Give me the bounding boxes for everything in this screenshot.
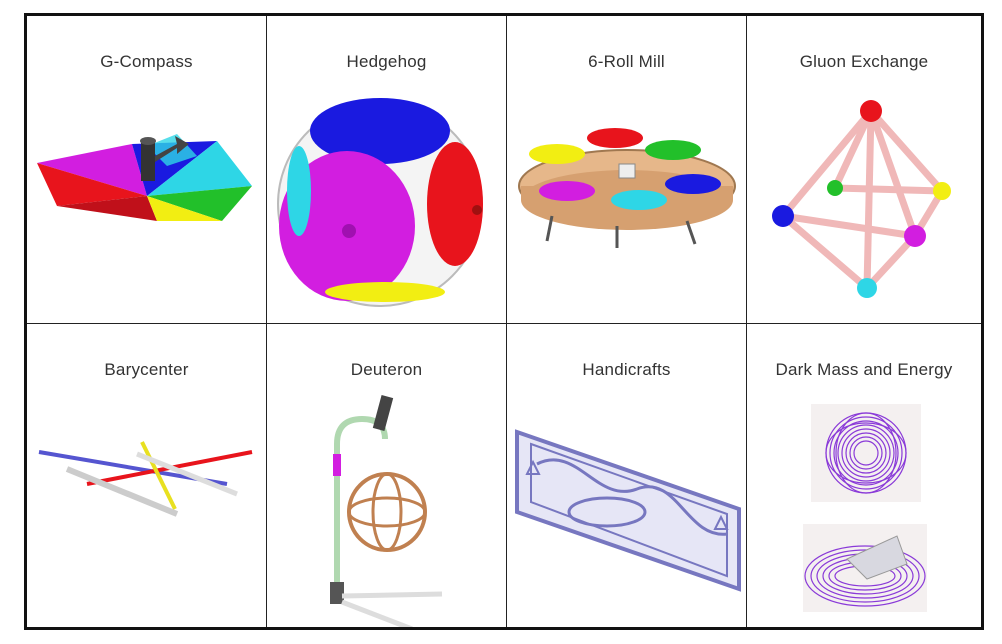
dark-mass-and-energy-illustration bbox=[803, 404, 927, 612]
cell-dark-mass-and-energy: Dark Mass and Energy bbox=[747, 324, 981, 627]
cell-title: Barycenter bbox=[104, 360, 189, 379]
hedgehog-illustration bbox=[277, 98, 483, 307]
cell-title: Dark Mass and Energy bbox=[775, 360, 953, 379]
deuteron-illustration bbox=[330, 395, 443, 627]
cell-title: Handicrafts bbox=[582, 360, 671, 379]
cell-title: Gluon Exchange bbox=[799, 52, 929, 71]
gluon-exchange-illustration bbox=[772, 100, 951, 298]
figure-grid: G-Compass Hedgehog 6-Roll bbox=[24, 13, 984, 630]
cell-title: Hedgehog bbox=[346, 52, 427, 71]
cell-gluon-exchange: Gluon Exchange bbox=[747, 16, 981, 324]
cell-handicrafts: Handicrafts bbox=[507, 324, 747, 627]
cell-hedgehog: Hedgehog bbox=[267, 16, 507, 324]
cell-6-roll-mill: 6-Roll Mill bbox=[507, 16, 747, 324]
cell-title: 6-Roll Mill bbox=[588, 52, 665, 71]
cell-barycenter: Barycenter bbox=[27, 324, 267, 627]
cell-deuteron: Deuteron bbox=[267, 324, 507, 627]
cell-g-compass: G-Compass bbox=[27, 16, 267, 324]
barycenter-illustration bbox=[38, 441, 253, 517]
handicrafts-illustration bbox=[515, 429, 741, 592]
g-compass-illustration bbox=[37, 134, 252, 221]
6-roll-mill-illustration bbox=[518, 128, 736, 248]
cell-title: G-Compass bbox=[100, 52, 193, 71]
cell-title: Deuteron bbox=[350, 360, 423, 379]
